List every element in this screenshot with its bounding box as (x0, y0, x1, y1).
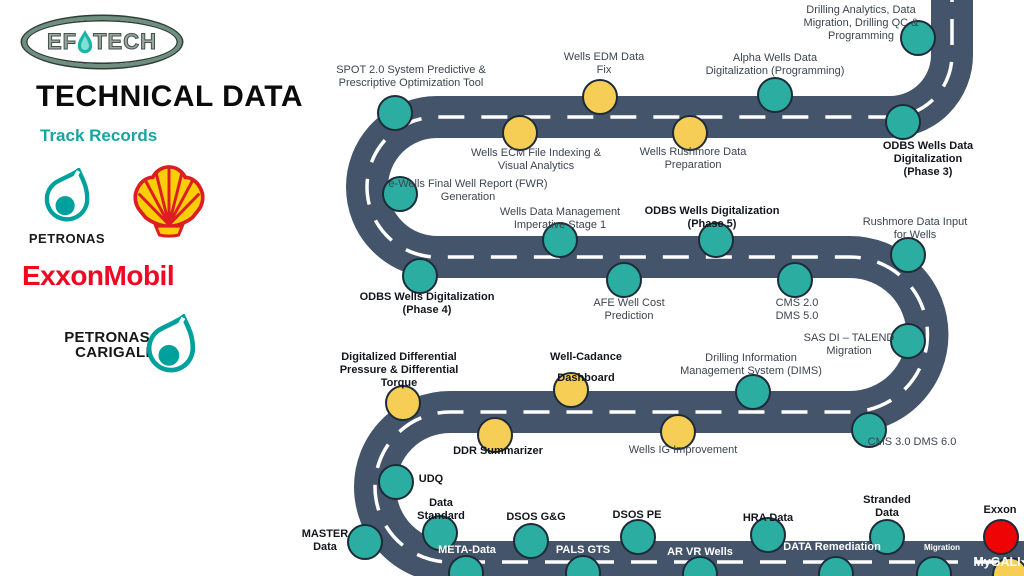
milestone-dot-dsos-pe (620, 519, 656, 555)
eftech-flame-icon (77, 30, 93, 54)
page-title: TECHNICAL DATA (36, 80, 303, 113)
petronas-logo (44, 168, 90, 222)
milestone-dot-odbs-phase3 (885, 104, 921, 140)
milestone-dot-sas-talend (890, 323, 926, 359)
milestone-dot-udq (378, 464, 414, 500)
milestone-dot-well-cadance (553, 372, 589, 408)
milestone-dot-afe-cost (606, 262, 642, 298)
petronas-logo-label: PETRONAS (28, 231, 106, 246)
milestone-dot-wells-edm-fix (582, 79, 618, 115)
petronas-carigali-logo-label: PETRONAS CARIGALI (64, 329, 150, 361)
milestone-dot-meta-data (448, 555, 484, 576)
milestone-dot-wdm-imperative (542, 222, 578, 258)
milestone-dot-hra-data (750, 517, 786, 553)
milestone-dot-mygali (992, 557, 1024, 576)
road-surface (346, 0, 1024, 576)
milestone-dot-dsos-gg (513, 523, 549, 559)
milestone-dot-rushmore-input (890, 237, 926, 273)
milestone-dot-ewells-fwr (382, 176, 418, 212)
milestone-dot-dims (735, 374, 771, 410)
milestone-dot-ddr (477, 417, 513, 453)
milestone-dot-wells-ecm (502, 115, 538, 151)
road-centerline (365, 0, 1024, 564)
milestone-dot-dims-migration (916, 556, 952, 576)
milestone-dot-alpha-wells (757, 77, 793, 113)
petronas-carigali-logo (146, 314, 196, 373)
milestone-dot-drilling-analytics (900, 20, 936, 56)
milestone-dot-data-remediation (818, 556, 854, 576)
milestone-dot-ar-vr-wells (682, 556, 718, 576)
milestone-dot-dig-diff (385, 385, 421, 421)
eftech-logo: EF TECH (22, 16, 182, 68)
milestone-dot-cms3-dms6 (851, 412, 887, 448)
milestone-dot-wells-ig (660, 414, 696, 450)
milestone-dot-data-standard (422, 515, 458, 551)
milestone-dot-exxon (983, 519, 1019, 555)
milestone-dot-odbs-phase5 (698, 222, 734, 258)
exxonmobil-logo: ExxonMobil (22, 260, 175, 291)
milestone-dot-pals-gts (565, 555, 601, 576)
eftech-logo-text-left: EF (46, 29, 78, 55)
milestone-dot-odbs-phase4 (402, 258, 438, 294)
page-subtitle: Track Records (40, 126, 158, 145)
milestone-dot-stranded-data (869, 519, 905, 555)
milestone-dot-rushmore-prep (672, 115, 708, 151)
milestone-dot-spot (377, 95, 413, 131)
eftech-logo-text-right: TECH (93, 29, 157, 55)
milestone-dot-cms2-dms5 (777, 262, 813, 298)
milestone-dot-master-data (347, 524, 383, 560)
shell-logo (133, 165, 205, 238)
